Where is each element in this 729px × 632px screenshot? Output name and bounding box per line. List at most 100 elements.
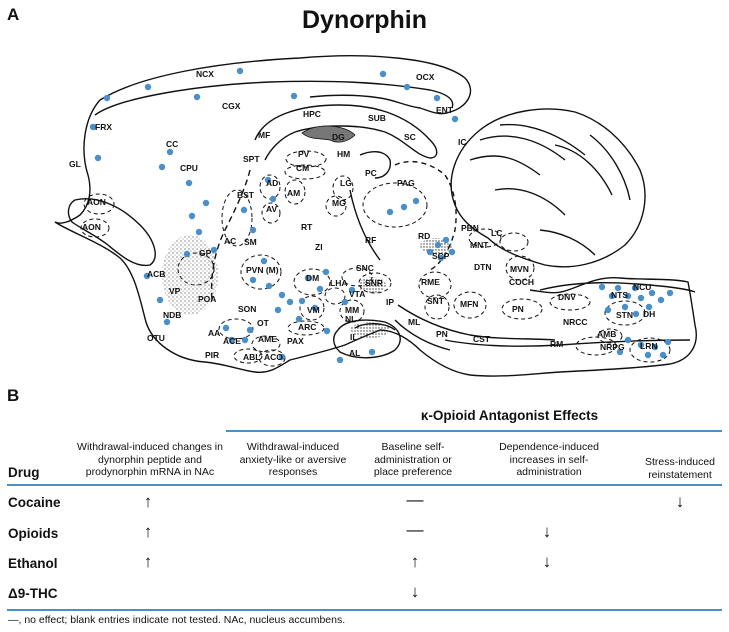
region-label: SPT xyxy=(243,154,260,164)
region-label: ACE xyxy=(223,336,241,346)
region-label: PAG xyxy=(397,178,415,188)
region-label: LRN xyxy=(640,341,657,351)
region-label: GL xyxy=(69,159,81,169)
cell-r0-c5: ↓ xyxy=(675,492,685,511)
region-label: AM xyxy=(287,188,300,198)
figure-title: Dynorphin xyxy=(302,6,427,34)
row-drug-ethanol: Ethanol xyxy=(8,556,58,571)
region-label: SNR xyxy=(365,278,383,288)
group-rule xyxy=(226,430,722,432)
region-label: COCH xyxy=(509,277,534,287)
region-label: NRPG xyxy=(600,342,625,352)
cell-r1-c1: ↑ xyxy=(143,522,153,541)
region-label: LC xyxy=(491,228,502,238)
cell-r0-c3: — xyxy=(406,490,424,509)
region-label: MVN xyxy=(510,264,529,274)
region-label: ACB xyxy=(147,269,165,279)
region-label: DNV xyxy=(558,292,576,302)
col2-header: Withdrawal-induced anxiety-like or avers… xyxy=(239,441,347,478)
region-label: AA xyxy=(208,328,220,338)
region-label: AMB xyxy=(597,329,616,339)
region-label: STN xyxy=(616,310,633,320)
region-label: ARC xyxy=(298,322,316,332)
region-label: ABL xyxy=(243,352,260,362)
brain-front xyxy=(54,99,101,224)
region-label: IP xyxy=(386,297,394,307)
cell-r1-c4: ↓ xyxy=(542,522,552,541)
cell-r2-c3: ↑ xyxy=(410,552,420,571)
region-label: AON xyxy=(82,222,101,232)
region-label: SUB xyxy=(368,113,386,123)
region-label: POA xyxy=(198,294,216,304)
region-label: PC xyxy=(365,168,377,178)
region-label: CGX xyxy=(222,101,241,111)
region-label: ML xyxy=(408,317,420,327)
col5-header: Stress-induced reinstatement xyxy=(644,456,716,481)
pituitary xyxy=(333,319,401,359)
header-rule xyxy=(7,484,722,486)
region-label: SNC xyxy=(356,263,374,273)
cell-r2-c4: ↓ xyxy=(542,552,552,571)
region-label: RF xyxy=(365,235,376,245)
region-label: PV xyxy=(298,149,310,159)
region-label: PN xyxy=(436,329,448,339)
region-label: PIR xyxy=(205,350,219,360)
cell-r1-c3: — xyxy=(406,520,424,539)
region-label: VM xyxy=(307,305,320,315)
region-label: AL xyxy=(349,348,360,358)
region-label: DG xyxy=(332,132,345,142)
region-label: AD xyxy=(266,178,278,188)
region-label: OT xyxy=(257,318,270,328)
cell-r2-c1: ↑ xyxy=(143,552,153,571)
region-label: NL xyxy=(345,314,356,324)
region-label: OCX xyxy=(416,72,435,82)
region-label: AON xyxy=(87,197,106,207)
row-drug-thc: Δ9-THC xyxy=(8,586,58,601)
region-label: PAX xyxy=(287,336,304,346)
region-label: RM xyxy=(550,339,563,349)
dentate-gyrus xyxy=(301,125,356,143)
region-label: CC xyxy=(166,139,178,149)
region-label: NCX xyxy=(196,69,214,79)
col1-header: Withdrawal-induced changes in dynorphin … xyxy=(77,441,223,478)
region-label: DM xyxy=(306,273,319,283)
region-label: VP xyxy=(169,286,181,296)
cortex-inner xyxy=(94,80,454,116)
region-label: ACO xyxy=(264,352,283,362)
brain-lower-outline xyxy=(54,221,697,377)
region-label: MG xyxy=(332,198,346,208)
region-label: SM xyxy=(244,237,257,247)
region-label: CST xyxy=(473,334,491,344)
region-label: OTU xyxy=(147,333,165,343)
cell-r0-c1: ↑ xyxy=(143,492,153,511)
region-label: GP xyxy=(199,248,212,258)
region-label: DTN xyxy=(474,262,491,272)
region-label: RD xyxy=(418,231,430,241)
col-drug-header: Drug xyxy=(8,465,40,480)
footnote: —, no effect; blank entries indicate not… xyxy=(8,614,346,626)
region-label: AME xyxy=(258,334,277,344)
region-label: FRX xyxy=(95,122,112,132)
region-label: NCU xyxy=(633,282,651,292)
region-label: SON xyxy=(238,304,256,314)
region-label: BST xyxy=(237,190,255,200)
region-label: RME xyxy=(421,277,440,287)
region-label: SNT xyxy=(427,296,445,306)
region-label: CPU xyxy=(180,163,198,173)
region-label: MFN xyxy=(460,299,478,309)
region-label: ENT xyxy=(436,105,454,115)
cell-r3-c3: ↓ xyxy=(410,582,420,601)
region-label: LHA xyxy=(330,278,347,288)
cerebellum xyxy=(450,108,646,268)
region-label: RT xyxy=(301,222,313,232)
region-label: AC xyxy=(224,236,236,246)
region-label: LG xyxy=(340,178,352,188)
region-label: MNT xyxy=(470,240,489,250)
region-label: HM xyxy=(337,149,350,159)
row-drug-cocaine: Cocaine xyxy=(8,495,61,510)
panel-a-letter: A xyxy=(7,5,20,24)
region-label: CM xyxy=(296,163,309,173)
region-label: IL xyxy=(350,332,358,342)
region-label: SCP xyxy=(432,251,450,261)
